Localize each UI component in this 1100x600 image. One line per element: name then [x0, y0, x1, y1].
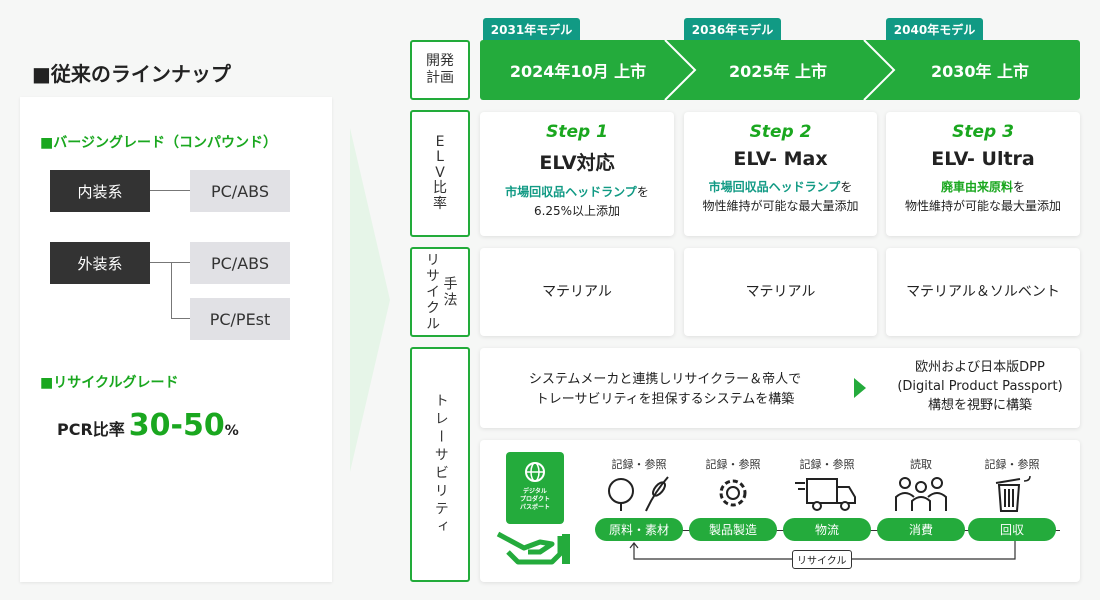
flow-action-label: 読取: [910, 458, 932, 471]
exterior-label: 外装系: [50, 242, 150, 284]
launch-date: 2030年 上市: [930, 62, 1030, 81]
flow-stage-pill: 製品製造: [689, 518, 777, 541]
trace-flow-card: [480, 440, 1080, 582]
model-badge: 2040年モデル: [886, 18, 983, 40]
connector: [171, 262, 172, 318]
interior-material: PC/ABS: [190, 170, 290, 212]
gear-icon: [689, 472, 777, 514]
connector: [150, 262, 190, 263]
interior-label: 内装系: [50, 170, 150, 212]
row-label-trace: トレーサビリティ: [410, 347, 470, 582]
launch-date: 2024年10月 上市: [509, 62, 647, 81]
exterior-material-1: PC/ABS: [190, 242, 290, 284]
flow-action-label: 記録・参照: [984, 458, 1040, 471]
globe-icon: [525, 462, 545, 482]
truck-icon: [783, 472, 871, 514]
method-card: マテリアル: [480, 248, 674, 336]
arrow-right-icon: [350, 128, 390, 472]
row-label-plan: 開発 計画: [410, 40, 470, 100]
flow-action-label: 記録・参照: [799, 458, 855, 471]
recycle-label: リサイクル: [792, 550, 852, 569]
recycle-grade-heading: ■リサイクルグレード: [40, 375, 179, 391]
row-label-method: リサイクル 手法: [410, 247, 470, 337]
digital-product-passport-badge: デジタルプロダクトパスポート: [506, 452, 564, 524]
row-label-elv: E L V 比 率: [410, 110, 470, 237]
connector: [171, 318, 190, 319]
exterior-material-2: PC/PEst: [190, 298, 290, 340]
chevron-divider-icon: [664, 40, 896, 100]
flow-action-label: 記録・参照: [705, 458, 761, 471]
people-icon: [877, 472, 965, 514]
pcr-unit: %: [224, 423, 239, 439]
launch-date: 2025年 上市: [728, 62, 828, 81]
method-card: マテリアル＆ソルベント: [886, 248, 1080, 336]
virgin-grade-heading: ■バージングレード（コンパウンド）: [40, 135, 277, 151]
model-badge: 2031年モデル: [483, 18, 580, 40]
plan-banner: 2024年10月 上市 2025年 上市 2030年 上市: [480, 40, 1080, 100]
page-title: ■従来のラインナップ: [32, 62, 231, 86]
pcr-ratio: PCR比率 30-50 %: [57, 408, 239, 443]
model-badge: 2036年モデル: [684, 18, 781, 40]
hand-icon: [496, 531, 570, 565]
trash-icon: [968, 472, 1056, 514]
flow-stage-pill: 消費: [877, 518, 965, 541]
flow-action-label: 記録・参照: [611, 458, 667, 471]
flow-stage-pill: 回収: [968, 518, 1056, 541]
pcr-value: 30-50: [128, 408, 225, 443]
flow-stage-pill: 物流: [783, 518, 871, 541]
trace-summary-card: システムメーカと連携しリサイクラー＆帝人でトレーサビリティを担保するシステムを構…: [480, 348, 1080, 428]
method-card: マテリアル: [684, 248, 877, 336]
flow-stage-pill: 原料・素材: [595, 518, 683, 541]
pcr-label: PCR比率: [57, 420, 125, 439]
connector: [150, 190, 190, 191]
play-arrow-icon: [854, 378, 866, 398]
cotton-wheat-icon: [595, 472, 683, 514]
